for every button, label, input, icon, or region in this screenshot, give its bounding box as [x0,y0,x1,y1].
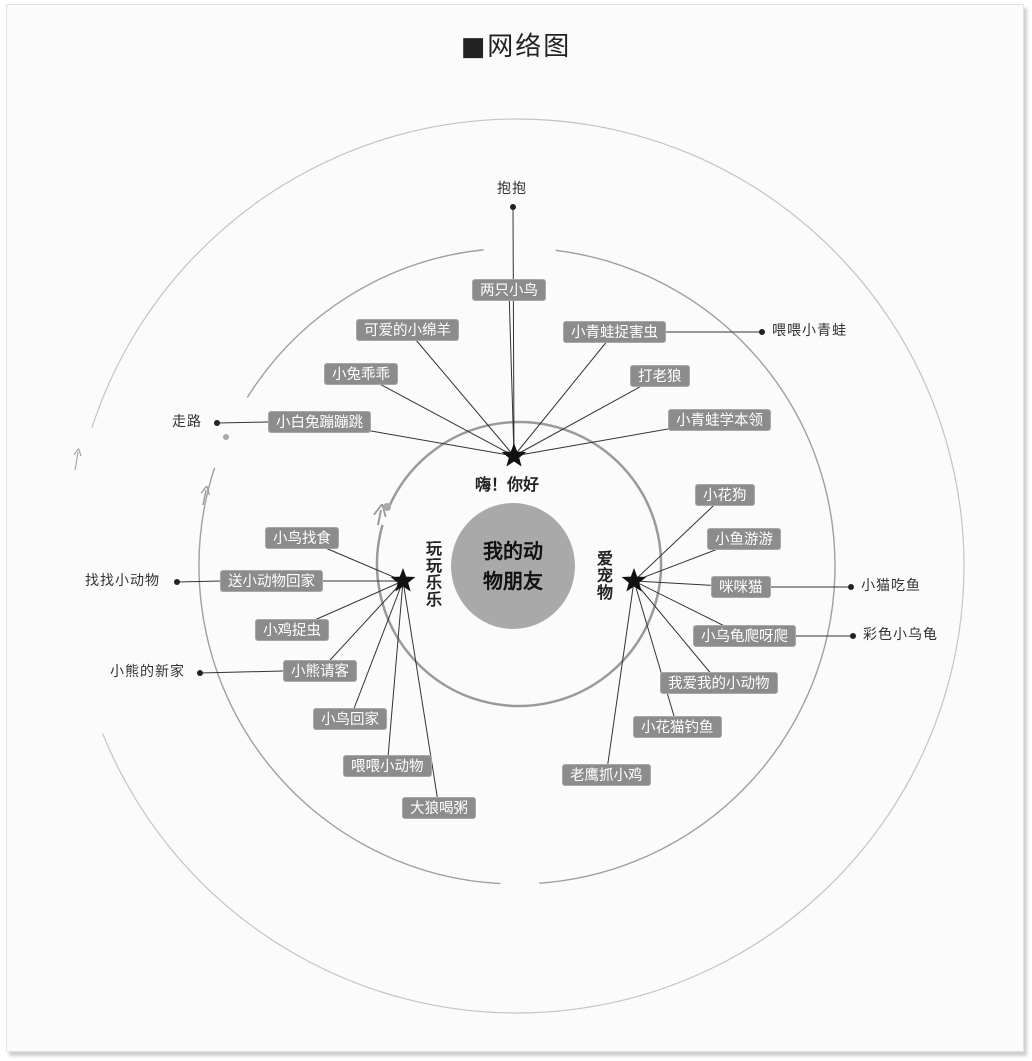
branch-label: 小乌龟爬呀爬 [693,625,796,647]
branch-label: 送小动物回家 [220,570,323,592]
branch-line [407,329,515,457]
outer-connector-line [199,670,284,674]
inner-ring-dot [383,503,391,511]
branch-line [513,331,615,457]
center-topic-line2: 物朋友 [483,569,543,593]
outer-item: 走路 [172,414,202,430]
branch-line [360,373,515,457]
middle-ring-lower-left [198,467,501,885]
star-icon [621,568,647,592]
middle-ring-upper-left [246,249,484,398]
top-connector-line [512,206,515,457]
outer-item: 喂喂小青蛙 [772,323,847,339]
branch-line [349,580,404,720]
outer-dot [197,670,203,676]
branch-label: 小鸟找食 [265,527,339,549]
branch-label: 我爱我的小动物 [660,672,778,694]
branch-label: 大狼喝粥 [402,797,476,819]
outer-dot [174,579,180,585]
branch-line [386,580,404,767]
outer-item: 找找小动物 [85,573,160,589]
branch-label: 小鸟回家 [313,708,387,730]
hub-label: 嗨！你好 [475,475,540,494]
outer-ring [91,118,965,1014]
star-icon [501,443,527,467]
branch-line [508,289,515,457]
center-topic-line1: 我的动 [483,539,543,563]
branch-label: 小白兔蹦蹦跳 [268,411,371,433]
outer-item: 小猫吃鱼 [861,578,921,594]
branch-label: 小花狗 [695,484,755,506]
branch-label: 小青蛙捉害虫 [563,321,666,343]
outer-item: 抱抱 [497,181,527,197]
outer-item: 彩色小乌龟 [863,627,938,643]
middle-ring-dot [223,434,229,440]
branch-label: 小鱼游游 [707,528,781,550]
inner-ring [375,420,663,708]
hub-label: 爱宠物 [594,550,613,601]
outer-dot [850,633,856,639]
middle-ring-arrow [203,490,206,506]
branch-label: 喂喂小动物 [343,755,432,777]
branch-line [633,580,678,728]
branch-line [605,580,635,776]
outer-ring-arrow [75,452,78,471]
branch-label: 咪咪猫 [711,576,771,598]
inner-ring-arrow [378,510,381,526]
middle-ring-right [539,249,836,884]
outer-connector-line [216,421,269,424]
branch-label: 小青蛙学本领 [668,409,771,431]
branch-line [319,580,404,672]
branch-label: 小熊请客 [283,660,357,682]
hub-label: 玩玩乐乐 [423,540,442,608]
branch-label: 打老狼 [630,365,690,387]
branch-label: 可爱的小绵羊 [356,319,459,341]
branch-line [633,494,726,582]
branch-label: 小鸡捉虫 [255,619,329,641]
outer-dot [759,329,765,335]
star-icon [390,568,416,592]
branch-label: 两只小鸟 [472,279,546,301]
page-title: ■网络图 [460,32,572,62]
branch-line [513,375,660,457]
branch-label: 小兔乖乖 [324,363,398,385]
outer-item: 小熊的新家 [110,664,185,680]
outer-dot [510,204,516,210]
branch-label: 小花猫钓鱼 [633,716,722,738]
branch-line [402,580,440,809]
outer-connector-line [176,580,221,583]
outer-dot [214,420,220,426]
branch-label: 老鹰抓小鸡 [562,764,651,786]
outer-dot [848,584,854,590]
center-topic: 我的动 物朋友 [451,503,575,629]
branch-line [633,580,720,684]
